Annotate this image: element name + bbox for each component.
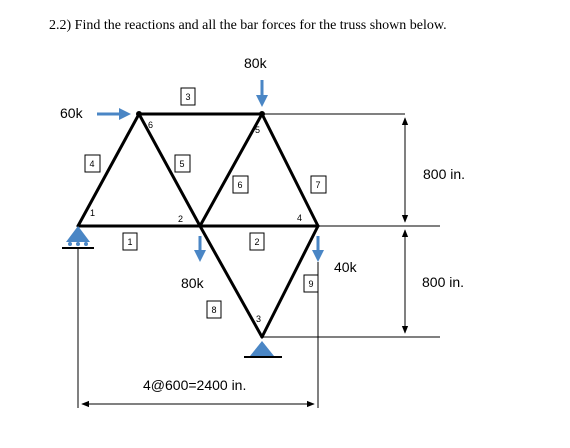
svg-text:7: 7	[315, 180, 320, 190]
svg-text:8: 8	[211, 305, 216, 315]
dim-label-upper: 800 in.	[423, 166, 465, 182]
joint-5-dot	[259, 111, 265, 117]
member-box-3: 3	[180, 87, 196, 106]
member-left-diagonal	[76, 112, 141, 228]
svg-text:6: 6	[237, 180, 242, 190]
member-box-7: 7	[310, 175, 327, 194]
dim-label-lower: 800 in.	[422, 274, 464, 290]
member-box-5: 5	[174, 154, 191, 173]
joint-6-dot	[136, 111, 142, 117]
joint-label-3: 3	[256, 314, 261, 324]
member-box-1: 1	[122, 232, 138, 251]
member-box-8: 8	[206, 300, 222, 319]
svg-text:1: 1	[127, 237, 132, 247]
member-5-4	[260, 112, 320, 228]
svg-text:9: 9	[308, 279, 313, 289]
dim-label-span: 4@600=2400 in.	[143, 377, 246, 393]
svg-text:4: 4	[89, 159, 94, 169]
problem-statement: 2.2) Find the reactions and all the bar …	[49, 18, 447, 33]
joint-label-2: 2	[178, 214, 183, 224]
svg-text:2: 2	[254, 237, 259, 247]
svg-text:5: 5	[179, 159, 184, 169]
member-2-3	[198, 224, 264, 339]
member-box-4: 4	[84, 154, 101, 173]
svg-text:3: 3	[185, 92, 190, 102]
member-2-5	[198, 112, 264, 228]
member-4-3	[260, 224, 320, 339]
joint-label-5: 5	[255, 125, 260, 135]
member-box-2: 2	[249, 232, 265, 251]
pin-support-bottom	[244, 341, 282, 358]
joint-label-6: 6	[148, 120, 153, 130]
load-label-bottom: 80k	[181, 275, 205, 291]
load-label-right: 40k	[334, 259, 358, 275]
pin-support-left	[62, 226, 94, 249]
member-6-2	[137, 112, 202, 228]
load-label-top: 80k	[244, 55, 268, 71]
member-box-6: 6	[232, 175, 249, 194]
joint-label-1: 1	[90, 208, 95, 218]
member-box-9: 9	[303, 274, 319, 293]
joint-label-4: 4	[297, 213, 302, 223]
load-label-left: 60k	[60, 105, 84, 121]
